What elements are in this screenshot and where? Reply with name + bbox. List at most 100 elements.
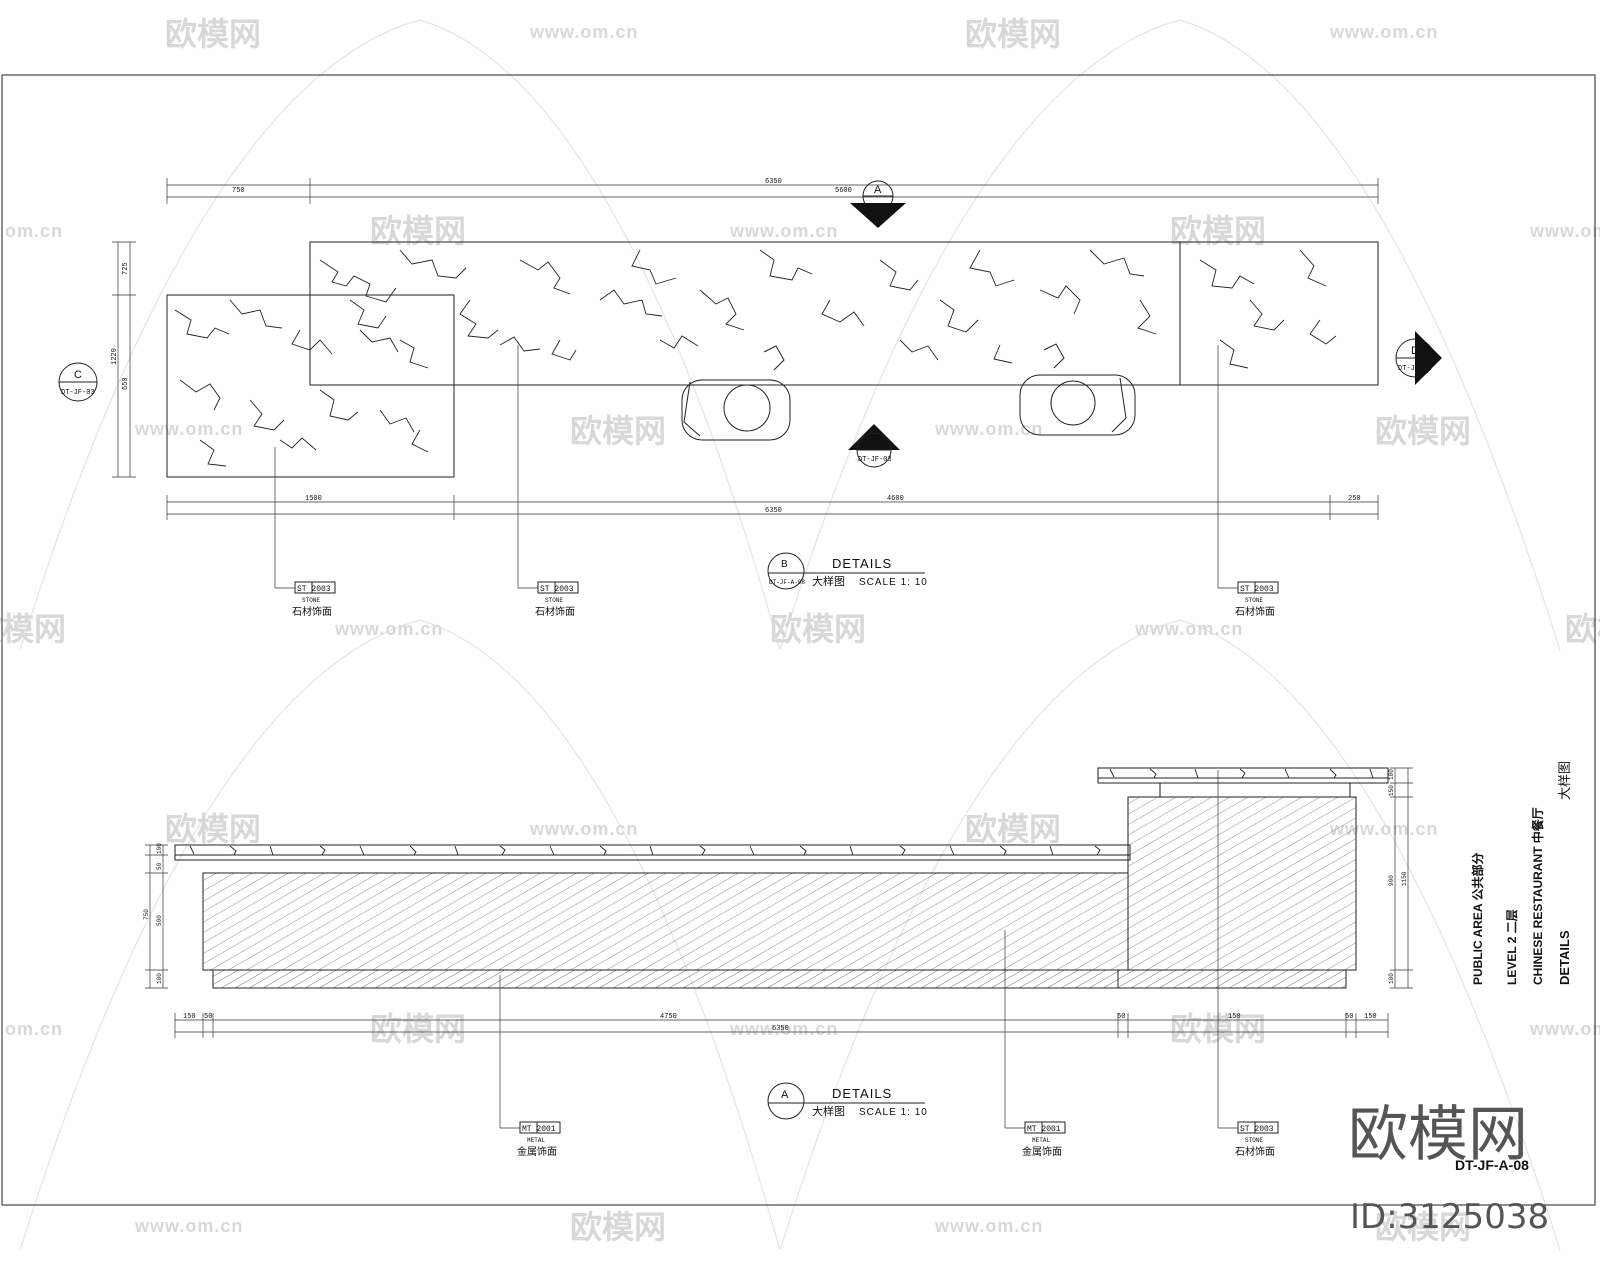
svg-text:金属饰面: 金属饰面	[1022, 1145, 1062, 1158]
watermark-brand-8: 欧模网	[165, 810, 261, 848]
dim-left-650: 650	[122, 377, 130, 390]
chair-2	[1019, 343, 1136, 436]
watermark-brand-3: 欧模网	[370, 212, 466, 250]
watermark-brand-partial-right: 欧模网	[1565, 610, 1600, 648]
material-tag-elev-3: ST 2003 STONE 石材饰面	[1235, 1121, 1279, 1158]
svg-text:B: B	[781, 559, 788, 570]
dim-5600: 5600	[835, 187, 852, 195]
svg-text:STONE: STONE	[302, 597, 320, 604]
plan-leaders	[274, 345, 1238, 589]
watermark-layer: 欧模网 欧模网 欧模网 欧模网 欧模网 欧模网 欧模网 欧模网 欧模网 欧模网 …	[0, 15, 1600, 1251]
elev-title-scale: SCALE 1: 10	[859, 1107, 928, 1118]
watermark-url-7: www.om.cn	[334, 619, 443, 639]
section-marker-d: D DT-JF-03	[1395, 331, 1442, 385]
high-counter-body	[1127, 796, 1357, 971]
svg-text:STONE: STONE	[1245, 597, 1263, 604]
elev-title-label: DETAILS	[832, 1086, 892, 1101]
svg-text:100: 100	[1388, 973, 1395, 984]
watermark-brand-9: 欧模网	[965, 810, 1061, 848]
svg-text:DT-JF-03: DT-JF-03	[61, 389, 95, 397]
svg-text:ST 2003: ST 2003	[540, 585, 574, 594]
sheet-border	[1, 74, 1596, 1206]
svg-text:50: 50	[1345, 1013, 1353, 1021]
plan-dims-left: 725 1220 650	[111, 241, 136, 478]
elev-dims-right: 100 150 900 1150 100	[1388, 767, 1413, 989]
svg-text:A: A	[874, 184, 882, 196]
svg-text:METAL: METAL	[527, 1137, 545, 1144]
plan-dims-top: 750 6350 5600	[166, 178, 1379, 204]
plan-view: 750 6350 5600 A 725 1220 650 C DT-	[58, 178, 1442, 618]
dim-6350-bottom: 6350	[765, 507, 782, 515]
svg-text:石材饰面: 石材饰面	[535, 605, 575, 618]
svg-text:石材饰面: 石材饰面	[1235, 605, 1275, 618]
watermark-brand-1: 欧模网	[165, 15, 261, 53]
svg-text:DT-JF-A-08: DT-JF-A-08	[769, 579, 805, 586]
watermark-url-6: www.om.cn	[934, 419, 1043, 439]
watermark-url-8: www.om.cn	[1134, 619, 1243, 639]
watermark-brand-5: 欧模网	[570, 412, 666, 450]
section-marker-a: A	[850, 180, 906, 228]
svg-text:ST 2003: ST 2003	[297, 585, 331, 594]
svg-text:石材饰面: 石材饰面	[292, 605, 332, 618]
elev-dims-bottom: 150 50 4750 6350 50 150 50 150	[174, 1013, 1389, 1038]
svg-text:150: 150	[1388, 785, 1395, 796]
id-watermark: ID:3125038	[1350, 1197, 1549, 1237]
svg-text:STONE: STONE	[1245, 1137, 1263, 1144]
svg-text:石材饰面: 石材饰面	[1235, 1145, 1275, 1158]
material-tag-plan-3: ST 2003 STONE 石材饰面	[1235, 581, 1279, 618]
marble-veining	[174, 249, 1337, 467]
watermark-url-4: www.om.cn	[1529, 221, 1600, 241]
svg-text:METAL: METAL	[1032, 1137, 1050, 1144]
plinth	[212, 969, 1347, 989]
material-tag-elev-2: MT 2001 METAL 金属饰面	[1022, 1121, 1066, 1158]
title-block: PUBLIC AREA 公共部分 LEVEL 2 二层 CHINESE REST…	[1455, 761, 1572, 1173]
watermark-url-5: www.om.cn	[134, 419, 243, 439]
elev-title-cn: 大样图	[812, 1104, 845, 1118]
plan-view-title: B DT-JF-A-08 DETAILS 大样图 SCALE 1: 10	[767, 552, 927, 590]
sheet-number: DT-JF-A-08	[1455, 1157, 1529, 1173]
watermark-brand-10: 欧模网	[370, 1010, 466, 1048]
elev-leaders	[499, 770, 1238, 1129]
big-brand-logo: 欧模网	[1348, 1100, 1528, 1170]
watermark-brand-13: 欧模网	[1375, 1208, 1471, 1246]
svg-text:100: 100	[156, 843, 163, 854]
svg-text:100: 100	[1388, 769, 1395, 780]
svg-text:50: 50	[1117, 1013, 1125, 1021]
material-tag-plan-2: ST 2003 STONE 石材饰面	[535, 581, 579, 618]
svg-text:ST 2003: ST 2003	[1240, 585, 1274, 594]
watermark-url-14: www.om.cn	[934, 1216, 1043, 1236]
material-tag-elev-1: MT 2001 METAL 金属饰面	[517, 1121, 561, 1158]
svg-text:50: 50	[156, 862, 163, 870]
svg-text:金属饰面: 金属饰面	[517, 1145, 557, 1158]
logo-watermark: 欧模网 ID:3125038	[1348, 1100, 1549, 1237]
dim-left-725: 725	[122, 262, 130, 275]
svg-text:A: A	[781, 1089, 789, 1101]
watermark-brand-6: 欧模网	[1375, 412, 1471, 450]
dim-4600: 4600	[887, 495, 904, 503]
svg-text:C: C	[74, 369, 82, 381]
watermark-brand-12: 欧模网	[570, 1208, 666, 1246]
watermark-url-12: www.om.cn	[1529, 1019, 1600, 1039]
title-line-1: PUBLIC AREA 公共部分	[1470, 853, 1485, 985]
watermark-brand-7: 欧模网	[770, 610, 866, 648]
watermark-url-partial-2: om.cn	[5, 1019, 63, 1039]
watermark-url-13: www.om.cn	[134, 1216, 243, 1236]
svg-text:6350: 6350	[772, 1025, 789, 1033]
plan-dims-bottom: 1500 4600 250 6350	[166, 495, 1379, 520]
watermark-brand-partial-left: 欧模网	[0, 610, 66, 648]
svg-text:DT-JF-03: DT-JF-03	[858, 456, 892, 464]
svg-text:B: B	[870, 438, 877, 450]
dim-left-1220: 1220	[111, 348, 119, 365]
low-top-veining	[189, 845, 1101, 856]
plan-title-cn: 大样图	[812, 574, 845, 588]
watermark-brand-4: 欧模网	[1170, 212, 1266, 250]
svg-text:50: 50	[204, 1013, 212, 1021]
watermark-arcs	[19, 19, 1561, 1251]
watermark-url-partial-1: om.cn	[5, 221, 63, 241]
svg-text:MT 2001: MT 2001	[1027, 1125, 1061, 1134]
svg-text:750: 750	[143, 909, 150, 920]
section-marker-b: B DT-JF-03	[848, 424, 900, 468]
watermark-url-9: www.om.cn	[529, 819, 638, 839]
title-line-2: LEVEL 2 二层	[1505, 909, 1519, 985]
